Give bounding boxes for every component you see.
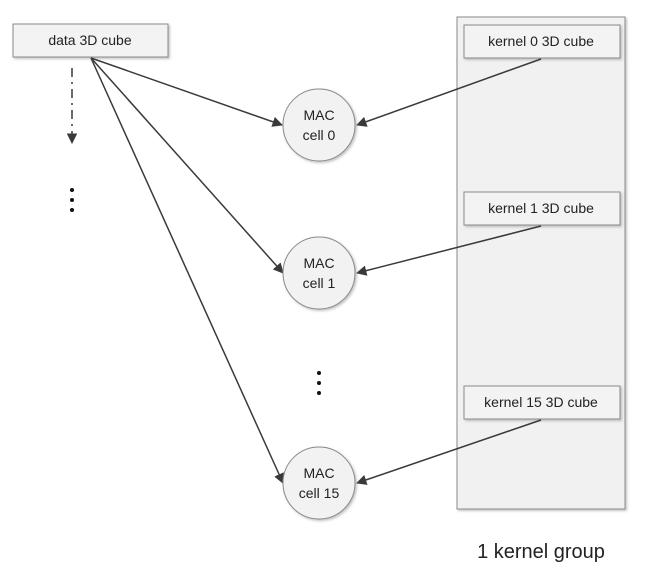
data-ellipsis [70, 188, 74, 212]
mac-cell-0: MAC cell 0 [282, 88, 356, 162]
kernel-box-label: kernel 1 3D cube [488, 200, 594, 216]
data-cube-box: data 3D cube [12, 23, 169, 58]
kernel-box-15: kernel 15 3D cube [463, 385, 621, 420]
mac-cell-index: cell 0 [303, 127, 336, 143]
mac-ellipsis [317, 371, 321, 395]
kernel-box-label: kernel 0 3D cube [488, 33, 594, 49]
mac-cell-label: MAC [303, 255, 334, 271]
mac-cell-label: MAC [303, 465, 334, 481]
arrow-kernel-15-to-cell-15 [356, 419, 542, 485]
kernel-to-mac-arrows [355, 58, 542, 485]
kernel-group-frame [456, 16, 626, 510]
data-cube-label: data 3D cube [48, 32, 131, 48]
arrow-kernel-1-to-cell-1 [355, 225, 542, 276]
kernel-group-label: 1 kernel group [477, 541, 605, 563]
kernel-box-0: kernel 0 3D cube [463, 24, 621, 59]
arrow-kernel-0-to-cell-0 [356, 58, 542, 127]
arrow-data-to-cell-15 [90, 57, 284, 484]
data-to-mac-arrows [90, 57, 284, 484]
mac-cell-index: cell 1 [303, 275, 336, 291]
mac-cell-index: cell 15 [299, 485, 340, 501]
kernel-box-label: kernel 15 3D cube [484, 394, 598, 410]
mac-cell-15: MAC cell 15 [282, 446, 356, 520]
arrow-data-to-cell-1 [90, 57, 284, 274]
mac-cell-1: MAC cell 1 [282, 236, 356, 310]
mac-cell-label: MAC [303, 107, 334, 123]
kernel-group: 1 kernel group [456, 16, 626, 563]
arrow-data-to-cell-0 [90, 57, 283, 127]
kernel-box-1: kernel 1 3D cube [463, 191, 621, 226]
